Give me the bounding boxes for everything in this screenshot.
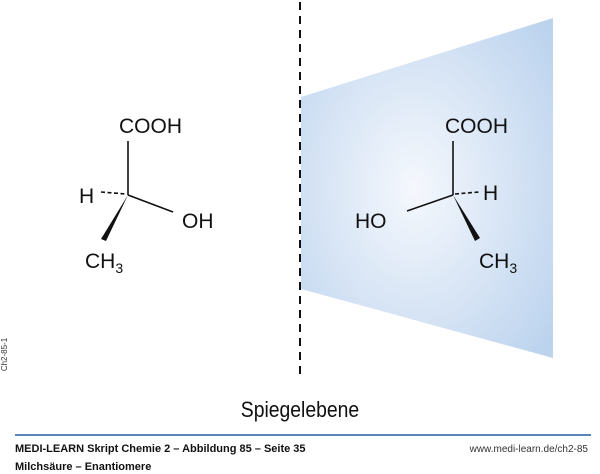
- wedge-bond: [101, 195, 128, 241]
- left-cooh: COOH: [119, 115, 182, 138]
- left-h: H: [79, 185, 94, 208]
- bond: [127, 194, 174, 213]
- figure-id: Ch2-85-1: [0, 337, 10, 372]
- bond: [406, 194, 454, 212]
- footer-rule: [15, 434, 591, 436]
- right-ho: HO: [355, 210, 387, 233]
- footer-subtitle: Milchsäure – Enantiomere: [15, 461, 152, 473]
- right-ch3: CH3: [479, 250, 517, 276]
- dashed-bond: [454, 191, 480, 195]
- dashed-bond: [100, 191, 127, 195]
- left-molecule: COOH H OH CH3: [79, 115, 214, 276]
- right-molecule: COOH H HO CH3: [355, 115, 517, 276]
- caption: Spiegelebene: [240, 397, 360, 422]
- left-oh: OH: [182, 210, 214, 233]
- footer-url[interactable]: www.medi-learn.de/ch2-85: [469, 444, 588, 455]
- left-ch3: CH3: [85, 250, 123, 276]
- right-h: H: [483, 182, 498, 205]
- wedge-bond: [453, 195, 480, 241]
- right-cooh: COOH: [445, 115, 508, 138]
- mirror-plane: [301, 18, 553, 358]
- footer-title: MEDI-LEARN Skript Chemie 2 – Abbildung 8…: [15, 443, 306, 455]
